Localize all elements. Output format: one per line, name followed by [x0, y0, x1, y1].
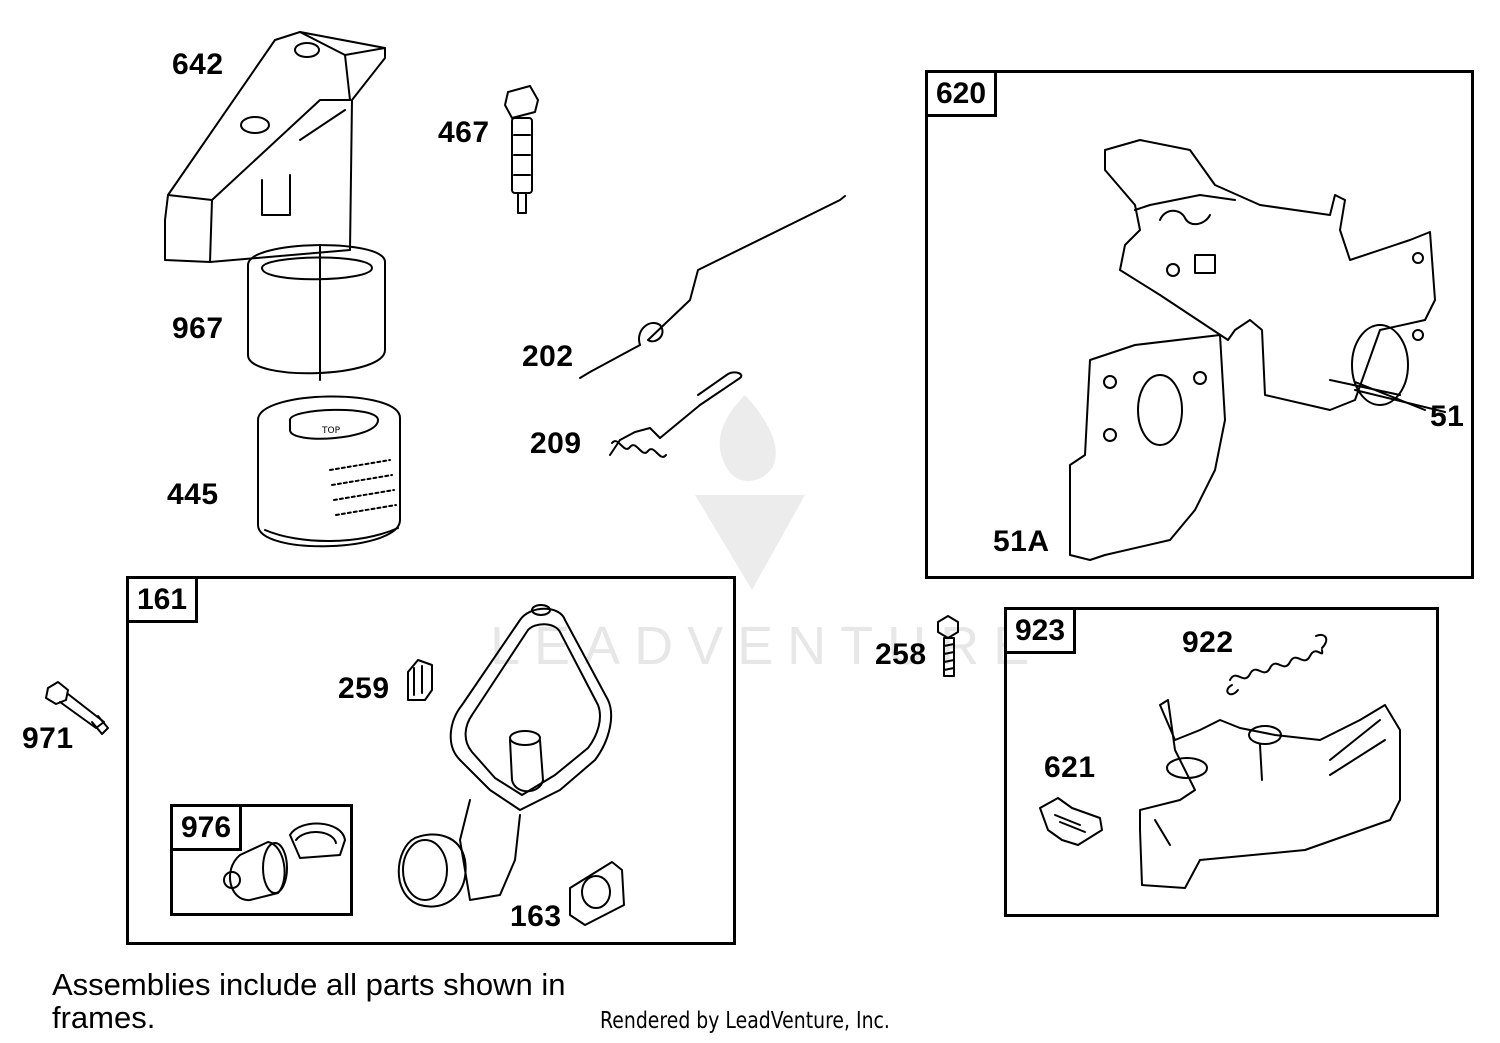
- bolt-971: [45, 681, 109, 735]
- frame-label-976: 976: [173, 807, 243, 851]
- callout-621: 621: [1044, 751, 1096, 784]
- callout-922: 922: [1182, 626, 1234, 659]
- frame-620: 620: [925, 70, 1474, 579]
- air-filter-445: TOP: [257, 395, 401, 548]
- governor-spring-209: [609, 371, 743, 458]
- callout-967: 967: [172, 312, 224, 345]
- breather-parts-art-976: [223, 822, 346, 902]
- callout-259: 259: [338, 672, 390, 705]
- pre-cleaner-967: [247, 244, 386, 381]
- frame-923: 923: [1004, 607, 1439, 917]
- frame-976: 976: [170, 804, 353, 916]
- assemblies-note: Assemblies include all parts shown in fr…: [52, 967, 566, 1035]
- filter-top-text: TOP: [321, 426, 341, 436]
- callout-209: 209: [530, 427, 582, 460]
- frame-label-161: 161: [129, 579, 199, 623]
- callout-202: 202: [522, 340, 574, 373]
- callout-51: 51: [1430, 400, 1465, 433]
- air-cleaner-base-art-161: [397, 604, 625, 926]
- leadventure-logo-watermark: [695, 395, 805, 590]
- callout-163: 163: [510, 900, 562, 933]
- callout-971: 971: [22, 722, 74, 755]
- governor-link-202: [579, 195, 846, 379]
- frame-label-923: 923: [1007, 610, 1077, 654]
- callout-642: 642: [172, 48, 224, 81]
- frame-161: 161: [126, 576, 736, 945]
- callout-467: 467: [438, 116, 490, 149]
- bolt-258: [937, 615, 959, 677]
- leader-lines: [1354, 381, 1426, 411]
- render-credit: Rendered by LeadVenture, Inc.: [600, 1008, 890, 1034]
- callout-445: 445: [167, 478, 219, 511]
- air-cleaner-cover-642: [164, 31, 386, 263]
- frame-label-620: 620: [928, 73, 998, 117]
- primer-bulb-part-467: [504, 85, 539, 214]
- callout-51a: 51A: [993, 525, 1050, 558]
- governor-lever-assembly-art-923: [1039, 634, 1401, 889]
- callout-258: 258: [875, 638, 927, 671]
